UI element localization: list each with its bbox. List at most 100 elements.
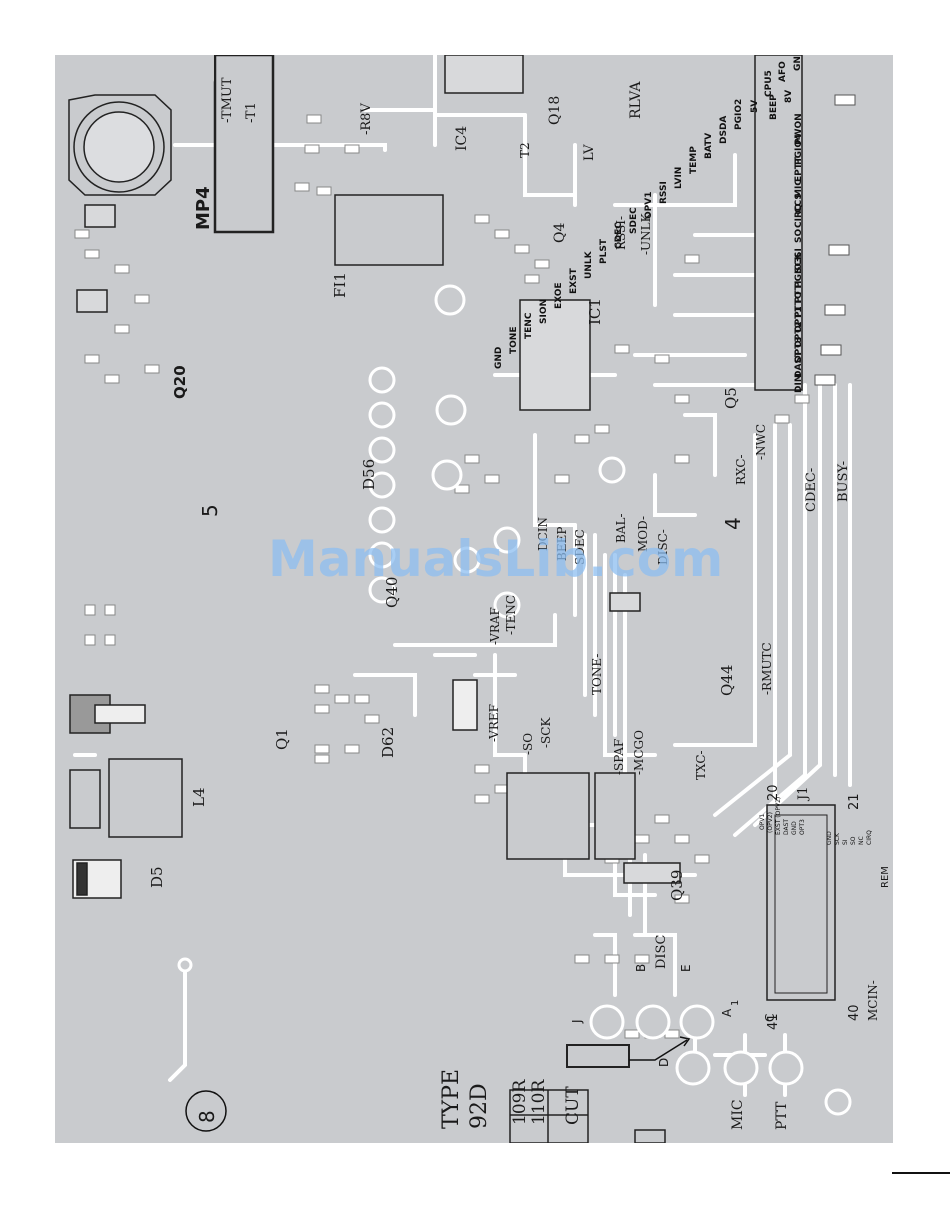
q39-label: Q39	[668, 869, 686, 901]
sck-label: -SCK	[539, 717, 553, 748]
rem-label: REM	[880, 866, 891, 888]
cut-110r: 110R	[529, 1079, 549, 1125]
l4-label: L4	[190, 787, 208, 807]
fi1-label: FI1	[331, 272, 349, 298]
j1-right-pin: SI	[842, 839, 849, 845]
mcin-label: MCIN-	[866, 980, 880, 1021]
components	[68, 55, 836, 1143]
spaf-label: -SPAF	[612, 738, 626, 775]
q4-label: Q4	[552, 222, 568, 243]
jumper-a: A	[720, 1008, 734, 1017]
pin-gnd-bottom: GND	[494, 346, 504, 369]
pin-5v: 5V	[750, 99, 760, 113]
j1-num-21: 21	[847, 793, 862, 810]
mp4-label: MP4	[193, 186, 214, 230]
j1-right-pin: SO	[850, 836, 857, 845]
cut-109r: 109R	[510, 1079, 530, 1125]
pin-cpu5: CPU5	[764, 70, 774, 97]
pcb-artwork	[68, 55, 856, 1143]
pin-sdec: SDEC	[629, 207, 639, 234]
jumper-num-1: 1	[730, 999, 741, 1006]
q1-label: Q1	[273, 728, 291, 750]
j1-right-pin: GND	[826, 831, 833, 845]
j1-right-pin: CIRQ	[866, 830, 873, 845]
j1-left-pin: OPT3	[799, 819, 806, 835]
txc-label: TXC-	[694, 750, 708, 780]
pin-dsda: DSDA	[719, 115, 729, 144]
pin-cdec: CDEC	[614, 222, 624, 249]
j1-right-pin: NC	[858, 836, 865, 845]
vraf-label: -VRAF	[488, 607, 502, 645]
d62-label: D62	[379, 726, 397, 758]
pin-opv1: OPV1	[644, 191, 654, 219]
d56-label: D56	[360, 458, 378, 490]
pin-lvin: LVIN	[674, 166, 684, 189]
jumper-d: D	[657, 1057, 671, 1067]
j1-right-pin: SCK	[834, 833, 841, 845]
j1-left-pin: GND	[791, 821, 798, 835]
mic-label: MIC	[730, 1099, 746, 1130]
d5-label: D5	[148, 866, 166, 888]
pin-beep: BEEP	[769, 94, 779, 120]
type-value: 92D	[467, 1083, 492, 1129]
pin-tone: TONE	[509, 326, 519, 354]
jumper-disc-label: DISC	[654, 934, 669, 969]
rxc-label: RXC-	[734, 454, 748, 485]
mcgo-label: -MCGO	[632, 730, 646, 775]
leader-arrow	[629, 1036, 691, 1061]
pin-temp: TEMP	[689, 146, 699, 174]
pin-exst: EXST	[569, 268, 579, 294]
watermark: ManualsLib.com	[268, 530, 724, 588]
lv-label: LV	[582, 144, 597, 161]
j1-left-pin: OPV1	[759, 813, 766, 830]
j1-left-pin: EXST (OPV2)	[775, 796, 782, 835]
busy-label: BUSY-	[836, 461, 851, 502]
cdec-label: CDEC-	[804, 467, 819, 512]
pin-so: SO	[794, 228, 804, 243]
ic4-label: IC4	[454, 125, 470, 151]
j1-label: J1	[796, 786, 811, 800]
pin-8v: 8V	[784, 89, 794, 103]
ic1-label: IC1	[586, 298, 604, 325]
pin-pgio2: PGIO2	[734, 98, 744, 130]
unlk-label: -UNLK	[639, 213, 653, 255]
q18-label: Q18	[547, 95, 563, 125]
t1-label: -T1	[244, 102, 259, 123]
jumper-b: B	[634, 963, 648, 972]
tenc-label: -TENC	[504, 594, 518, 635]
rmutc-label: -RMUTC	[760, 642, 774, 695]
cut-label: CUT	[563, 1086, 583, 1125]
so-label: -SO	[521, 732, 535, 755]
r8v-label: -R8V	[359, 103, 374, 135]
sheet-circle-number: 8	[195, 1110, 219, 1123]
t2-label: T2	[518, 142, 532, 158]
jumper-j: J	[570, 1019, 584, 1023]
q44-label: Q44	[718, 664, 736, 696]
tone-label: TONE-	[590, 653, 604, 695]
j1-num-40: 40	[847, 1004, 862, 1021]
vref-label: -VREF	[487, 704, 501, 742]
j1-left-pin: DAST	[783, 818, 790, 835]
sheet-marker	[185, 1090, 227, 1132]
page-rule	[892, 1172, 950, 1174]
jumper-c: C	[763, 1013, 777, 1022]
connector-pads	[814, 94, 856, 386]
pin-cirq: CIRQ	[794, 203, 804, 228]
pin-gnd-top: GND	[793, 55, 803, 71]
pin-sion: SION	[539, 298, 549, 324]
q5-label: Q5	[722, 387, 740, 409]
pin-exoe: EXOE	[554, 282, 564, 309]
pin-afo: AFO	[778, 61, 788, 82]
pin-unlk: UNLK	[584, 251, 594, 279]
pcb-board: 8 TYPE 92D 109R 110R CUT 5 4 MP4 -TMUT -…	[55, 55, 893, 1143]
tmut-label: -TMUT	[220, 77, 235, 123]
nwc-label: -NWC	[754, 423, 768, 460]
jumper-e: E	[679, 964, 693, 972]
pin-dim: DIM	[794, 373, 804, 393]
ptt-label: PTT	[774, 1101, 790, 1130]
j1-left-pin: (OPV2)	[767, 812, 774, 833]
pin-rssi: RSSI	[659, 181, 669, 204]
type-label: TYPE	[439, 1068, 464, 1129]
pin-tenc: TENC	[524, 312, 534, 339]
pin-plst: PLST	[599, 239, 609, 264]
